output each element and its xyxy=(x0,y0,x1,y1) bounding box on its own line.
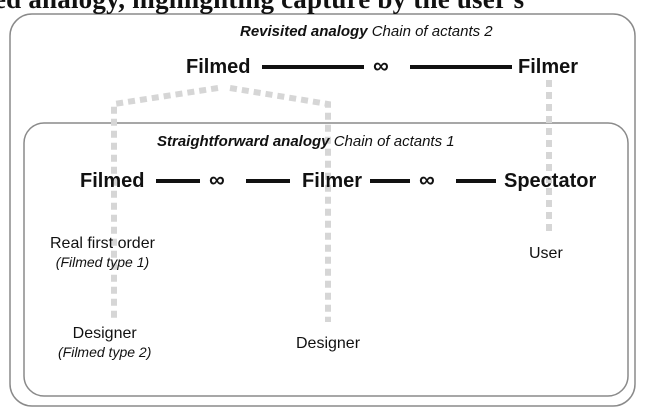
link-icon: ∞ xyxy=(205,169,229,191)
inner-node-spectator: Spectator xyxy=(504,170,597,192)
inner-box-title-bold: Straightforward analogy xyxy=(157,133,330,150)
label-user: User xyxy=(529,245,563,262)
inner-node-filmed: Filmed xyxy=(80,170,145,192)
label-designer-mid: Designer xyxy=(296,335,361,352)
outer-box-title-bold: Revisited analogy xyxy=(240,23,368,40)
outer-box-title: Revisited analogy Chain of actants 2 xyxy=(240,24,493,39)
label-real-first-order-sub: (Filmed type 1) xyxy=(55,254,150,270)
label-real-first-order: Real first order (Filmed type 1) xyxy=(50,235,155,270)
outer-box-title-italic: Chain of actants 2 xyxy=(371,23,493,40)
inner-node-filmer: Filmer xyxy=(302,170,363,192)
label-real-first-order-text: Real first order xyxy=(50,235,155,252)
header-text: ed analogy, highlighting capture by the … xyxy=(0,0,524,13)
link-icon: ∞ xyxy=(369,55,393,77)
outer-box-border xyxy=(9,13,636,407)
inner-box-title: Straightforward analogy Chain of actants… xyxy=(157,134,455,149)
inner-box-border xyxy=(23,122,629,397)
outer-node-filmer: Filmer xyxy=(518,56,579,78)
link-icon: ∞ xyxy=(415,169,439,191)
label-designer-left-text: Designer xyxy=(72,325,137,342)
inner-box-title-italic: Chain of actants 1 xyxy=(333,133,455,150)
dashed-connector-filmed-to-designer-mid xyxy=(229,85,331,322)
label-designer-left: Designer (Filmed type 2) xyxy=(58,325,152,360)
outer-node-filmed: Filmed xyxy=(186,56,251,78)
label-designer-left-sub: (Filmed type 2) xyxy=(58,344,152,360)
